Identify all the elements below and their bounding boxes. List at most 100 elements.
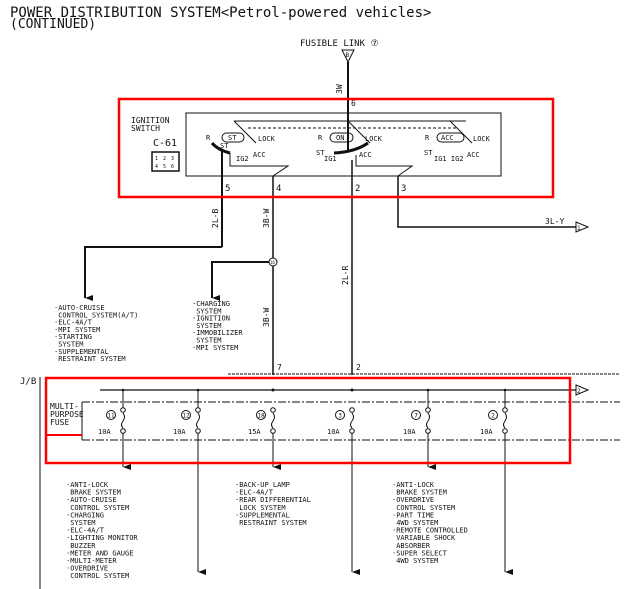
list-item: BRAKE SYSTEM (66, 489, 121, 497)
fuse-12: 12 10A (173, 388, 206, 575)
jb-label: J/B (20, 377, 36, 387)
list-item: ·ELC-4A/T (66, 527, 105, 535)
branch-list-left: ·AUTO-CRUISE CONTROL SYSTEM(A/T)·ELC-4A/… (54, 304, 138, 363)
svg-text:R: R (425, 134, 430, 142)
svg-text:LOCK: LOCK (473, 135, 491, 143)
list-item: VARIABLE SHOCK (392, 534, 456, 542)
mode-st-badge (221, 132, 245, 143)
connector-2-icon (575, 384, 590, 396)
list-item: RESTRAINT SYSTEM (235, 519, 307, 527)
list-item: CONTROL SYSTEM (66, 504, 129, 512)
fuse-number: 7 (414, 413, 418, 420)
list-item: SYSTEM (192, 307, 222, 315)
list-item: ·ELC-4A/T (54, 319, 93, 327)
svg-text:6: 6 (171, 164, 174, 170)
list-item: ·BACK-UP LAMP (235, 481, 290, 489)
svg-text:3B-W: 3B-W (262, 308, 271, 327)
list-item: ·SUPER SELECT (392, 549, 448, 557)
ignition-switch-label: SWITCH (131, 124, 160, 133)
fuse-amperage: 10A (327, 428, 340, 436)
svg-text:7: 7 (277, 363, 282, 372)
svg-text:ACC: ACC (253, 151, 266, 159)
svg-text:2: 2 (356, 363, 361, 372)
list-item: ·SUPPLEMENTAL (54, 348, 109, 356)
list-item: ·IGNITION (192, 315, 230, 323)
connector-pin-diagram-icon: 1 2 3 4 5 6 (151, 151, 180, 172)
list-item: BUZZER (66, 542, 96, 550)
fusible-link-connector: B (346, 52, 350, 59)
list-item: ·CHARGING (192, 300, 230, 308)
svg-text:5: 5 (225, 184, 230, 194)
list-item: ·ANTI-LOCK (66, 481, 109, 489)
fuse-number: 2 (491, 413, 495, 420)
svg-text:PURPOSE: PURPOSE (50, 410, 84, 419)
svg-text:ACC: ACC (359, 151, 372, 159)
output-list-fuse18: ·BACK-UP LAMP·ELC-4A/T·REAR DIFFERENTIAL… (235, 481, 311, 527)
list-item: ·CHARGING (66, 511, 104, 519)
list-item: ·METER AND GAUGE (66, 549, 133, 557)
list-item: SYSTEM (66, 519, 96, 527)
connector-1-icon (575, 221, 590, 233)
svg-text:ACC: ACC (467, 151, 480, 159)
junction-16 (268, 257, 278, 267)
fuse-number: 18 (257, 413, 265, 420)
svg-text:3L-Y: 3L-Y (545, 217, 564, 226)
svg-text:LOCK: LOCK (365, 135, 383, 143)
branch-list-middle: ·CHARGING SYSTEM·IGNITION SYSTEM·IMMOBIL… (192, 300, 243, 352)
ignition-switch-box (185, 112, 502, 177)
list-item: ·MPI SYSTEM (192, 344, 238, 352)
highlight-multipurpose-fuse (44, 376, 572, 465)
svg-text:FUSE: FUSE (50, 418, 69, 427)
list-item: RESTRAINT SYSTEM (54, 355, 126, 363)
list-item: ·SUPPLEMENTAL (235, 511, 290, 519)
svg-text:5: 5 (163, 164, 166, 170)
mode-acc-badge (436, 132, 465, 143)
diagram-subtitle: (CONTINUED) (10, 17, 96, 32)
svg-text:R: R (206, 134, 211, 142)
list-item: SYSTEM (192, 322, 222, 330)
list-item: BRAKE SYSTEM (392, 489, 447, 497)
svg-text:1: 1 (155, 156, 158, 162)
svg-text:IG2: IG2 (236, 155, 249, 163)
list-item: ·IMMOBILIZER (192, 329, 243, 337)
mode-on-badge (329, 132, 354, 143)
list-item: ·OVERDRIVE (392, 496, 434, 504)
list-item: LOCK SYSTEM (235, 504, 286, 512)
fuse-amperage: 10A (173, 428, 186, 436)
svg-text:ST: ST (424, 149, 433, 157)
wire-3w-label: 3W (335, 84, 344, 94)
connector-c61: C-61 (153, 138, 177, 149)
fuse-amperage: 10A (480, 428, 493, 436)
list-item: ·ANTI-LOCK (392, 481, 435, 489)
svg-text:ST: ST (316, 149, 325, 157)
diagram-title: POWER DISTRIBUTION SYSTEM<Petrol-powered… (10, 5, 431, 21)
svg-text:2L-R: 2L-R (341, 266, 350, 285)
fuse-2: 2 10A (480, 388, 513, 575)
list-item: ·REMOTE CONTROLLED (392, 527, 468, 535)
list-item: 4WD SYSTEM (392, 557, 438, 565)
list-item: ·PART TIME (392, 511, 434, 519)
wire-3l-y (397, 176, 576, 228)
list-item: ·AUTO-CRUISE (54, 304, 105, 312)
svg-text:ACC: ACC (441, 134, 454, 142)
fuse-amperage: 10A (403, 428, 416, 436)
list-item: ·LIGHTING MONITOR (66, 534, 138, 542)
svg-text:16: 16 (270, 260, 275, 265)
svg-text:ST: ST (228, 134, 237, 142)
fuse-number: 11 (107, 413, 115, 420)
fuse-7: 7 10A (403, 388, 436, 470)
list-item: ·MULTI-METER (66, 557, 117, 565)
ignition-switch-label: IGNITION (131, 116, 170, 125)
list-item: CONTROL SYSTEM (66, 572, 129, 580)
svg-text:MULTI-: MULTI- (50, 402, 79, 411)
list-item: ·STARTING (54, 333, 92, 341)
highlight-ignition-switch (117, 97, 555, 199)
output-list-fuse11: ·ANTI-LOCK BRAKE SYSTEM·AUTO-CRUISE CONT… (66, 481, 138, 580)
fuse-number: 12 (182, 413, 190, 420)
svg-text:2: 2 (577, 388, 581, 395)
svg-text:IG1 IG2: IG1 IG2 (434, 155, 464, 163)
svg-text:2L-B: 2L-B (211, 209, 220, 228)
list-item: ·ELC-4A/T (235, 489, 274, 497)
list-item: ·MPI SYSTEM (54, 326, 100, 334)
